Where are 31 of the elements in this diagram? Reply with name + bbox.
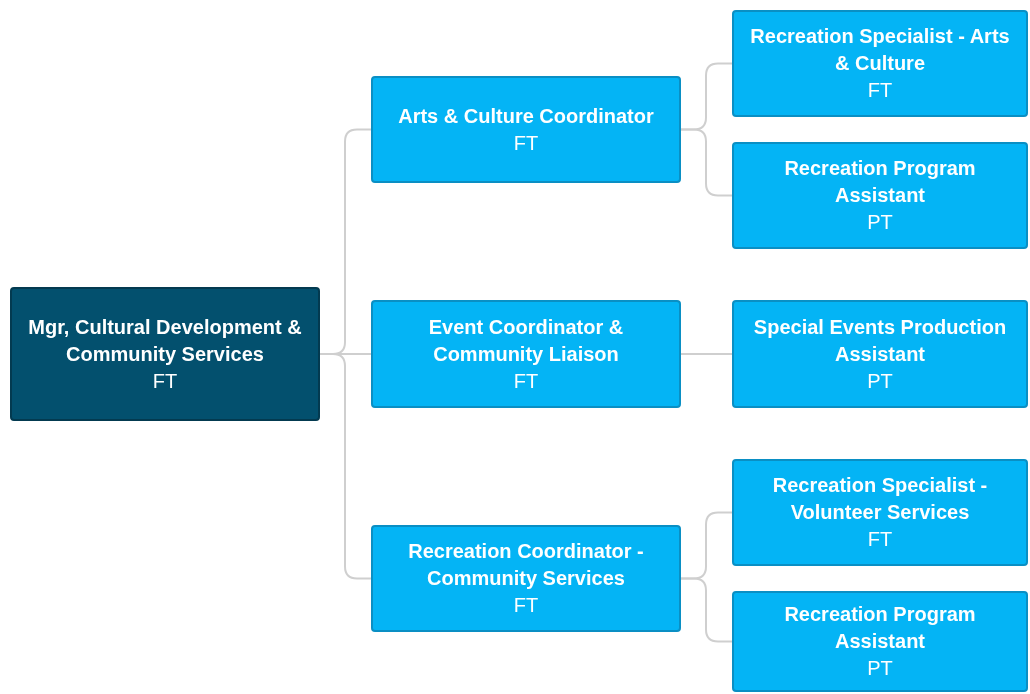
job-title: Recreation Specialist - Volunteer Services [771, 473, 989, 525]
position-box [10, 287, 320, 421]
employment-type: PT [867, 368, 893, 394]
job-title: Special Events Production Assistant [752, 314, 1008, 367]
position-box [732, 300, 1028, 408]
employment-type: FT [867, 527, 893, 552]
employment-type: FT [513, 368, 539, 394]
position-box [371, 300, 681, 408]
connector-line [680, 353, 733, 355]
position-box [732, 10, 1028, 117]
connector-line [680, 577, 733, 643]
job-title: Event Coordinator & Community Liaison [427, 314, 625, 367]
employment-type: FT [513, 593, 539, 618]
employment-type: PT [867, 210, 893, 235]
position-box [732, 459, 1028, 566]
connector-line [319, 353, 372, 580]
job-title: Mgr, Cultural Development & Community Services [27, 314, 303, 367]
position-box [732, 142, 1028, 249]
position-box [371, 76, 681, 183]
connector-line [680, 128, 733, 197]
employment-type: FT [867, 78, 893, 103]
job-title: Recreation Coordinator - Community Services [407, 539, 645, 591]
position-box [371, 525, 681, 632]
position-box [732, 591, 1028, 692]
employment-type: PT [867, 656, 893, 681]
job-title: Recreation Specialist - Arts & Culture [749, 24, 1011, 76]
job-title: Arts & Culture Coordinator [398, 103, 654, 129]
job-title: Recreation Program Assistant [783, 602, 977, 654]
employment-type: FT [513, 130, 539, 156]
employment-type: FT [152, 368, 178, 394]
job-title: Recreation Program Assistant [783, 156, 977, 208]
